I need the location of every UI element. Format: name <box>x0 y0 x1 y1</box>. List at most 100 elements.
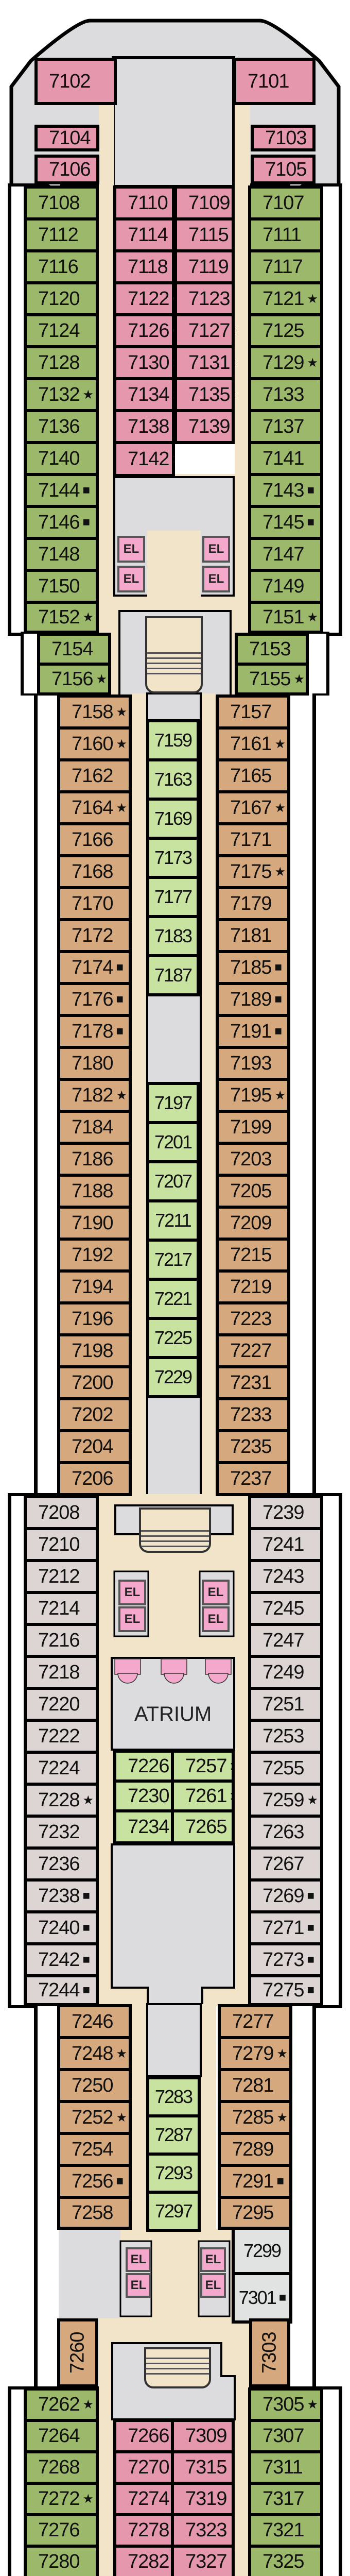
cabin-7287[interactable]: 7287 <box>146 2114 201 2156</box>
cabin-7303[interactable]: 7303 <box>249 2318 290 2387</box>
cabin-7134[interactable]: 7134: <box>113 377 176 412</box>
cabin-7259[interactable]: 7259★ <box>248 1783 323 1818</box>
cabin-7168[interactable]: 7168 <box>57 854 132 889</box>
cabin-7327[interactable]: 7327 <box>171 2545 235 2576</box>
cabin-7188[interactable]: 7188 <box>57 1174 132 1209</box>
cabin-7273[interactable]: 7273■ <box>248 1942 323 1977</box>
cabin-7317[interactable]: 7317 <box>248 2482 323 2516</box>
cabin-7295[interactable]: 7295 <box>218 2196 292 2230</box>
cabin-7109[interactable]: 7109 <box>174 185 235 221</box>
cabin-7261[interactable]: 7261: <box>171 1780 235 1812</box>
cabin-7285[interactable]: 7285★ <box>218 2100 292 2135</box>
cabin-7257[interactable]: 7257: <box>171 1750 235 1783</box>
cabin-7289[interactable]: 7289 <box>218 2132 292 2167</box>
cabin-7216[interactable]: 7216 <box>24 1623 99 1658</box>
cabin-7263[interactable]: 7263 <box>248 1815 323 1850</box>
cabin-7102[interactable]: 7102 <box>34 58 117 105</box>
cabin-7135[interactable]: 7135: <box>174 377 236 412</box>
cabin-7315[interactable]: 7315 <box>171 2450 235 2485</box>
cabin-7167[interactable]: 7167★ <box>216 790 290 825</box>
cabin-7175[interactable]: 7175★ <box>216 854 290 889</box>
cabin-7157[interactable]: 7157 <box>216 694 290 730</box>
cabin-7186[interactable]: 7186 <box>57 1142 132 1177</box>
cabin-7254[interactable]: 7254 <box>57 2132 132 2167</box>
cabin-7127[interactable]: 7127: <box>174 313 236 348</box>
cabin-7132[interactable]: 7132★ <box>24 377 99 412</box>
cabin-7197[interactable]: 7197 <box>146 1082 200 1124</box>
cabin-7138[interactable]: 7138 <box>113 409 175 444</box>
cabin-7165[interactable]: 7165 <box>216 758 290 793</box>
cabin-7111[interactable]: 7111 <box>248 217 323 252</box>
cabin-7245[interactable]: 7245 <box>248 1591 323 1626</box>
cabin-7323[interactable]: 7323 <box>171 2513 235 2548</box>
cabin-7140[interactable]: 7140 <box>24 441 99 476</box>
cabin-7173[interactable]: 7173 <box>146 837 200 879</box>
cabin-7107[interactable]: 7107 <box>248 185 323 221</box>
cabin-7159[interactable]: 7159 <box>146 719 200 761</box>
cabin-7230[interactable]: 7230: <box>113 1780 176 1812</box>
cabin-7251[interactable]: 7251 <box>248 1687 323 1722</box>
cabin-7110[interactable]: 7110 <box>113 185 175 221</box>
cabin-7177[interactable]: 7177 <box>146 876 200 918</box>
cabin-7249[interactable]: 7249 <box>248 1655 323 1690</box>
cabin-7106[interactable]: 7106 <box>34 155 99 184</box>
cabin-7265[interactable]: 7265 <box>171 1809 235 1844</box>
cabin-7148[interactable]: 7148 <box>24 537 99 572</box>
cabin-7277[interactable]: 7277 <box>218 2004 292 2039</box>
cabin-7214[interactable]: 7214 <box>24 1591 99 1626</box>
cabin-7172[interactable]: 7172 <box>57 918 132 953</box>
cabin-7228[interactable]: 7228★ <box>24 1783 99 1818</box>
cabin-7190[interactable]: 7190 <box>57 1206 132 1241</box>
cabin-7293[interactable]: 7293 <box>146 2153 201 2194</box>
cabin-7123[interactable]: 7123 <box>174 281 235 316</box>
cabin-7153[interactable]: 7153 <box>235 633 309 666</box>
cabin-7192[interactable]: 7192 <box>57 1238 132 1273</box>
cabin-7160[interactable]: 7160★ <box>57 726 132 761</box>
cabin-7158[interactable]: 7158★ <box>57 694 132 730</box>
cabin-7198[interactable]: 7198 <box>57 1333 132 1368</box>
cabin-7195[interactable]: 7195★ <box>216 1078 290 1113</box>
cabin-7278[interactable]: 7278 <box>113 2513 174 2548</box>
cabin-7143[interactable]: 7143■ <box>248 473 323 508</box>
cabin-7191[interactable]: 7191■ <box>216 1014 290 1049</box>
cabin-7248[interactable]: 7248★ <box>57 2036 132 2071</box>
cabin-7272[interactable]: 7272★ <box>24 2482 99 2516</box>
cabin-7309[interactable]: 7309 <box>171 2419 235 2453</box>
cabin-7149[interactable]: 7149 <box>248 569 323 604</box>
cabin-7104[interactable]: 7104 <box>34 125 99 151</box>
cabin-7297[interactable]: 7297 <box>146 2191 201 2232</box>
cabin-7136[interactable]: 7136 <box>24 409 99 444</box>
cabin-7242[interactable]: 7242■ <box>24 1942 99 1977</box>
cabin-7237[interactable]: 7237 <box>216 1461 290 1496</box>
cabin-7162[interactable]: 7162 <box>57 758 132 793</box>
cabin-7244[interactable]: 7244■ <box>24 1974 99 2006</box>
cabin-7231[interactable]: 7231 <box>216 1365 290 1400</box>
cabin-7256[interactable]: 7256■ <box>57 2164 132 2199</box>
cabin-7220[interactable]: 7220 <box>24 1687 99 1722</box>
cabin-7217[interactable]: 7217 <box>146 1239 200 1281</box>
cabin-7291[interactable]: 7291■ <box>218 2164 292 2199</box>
cabin-7311[interactable]: 7311 <box>248 2450 323 2485</box>
cabin-7150[interactable]: 7150 <box>24 569 99 604</box>
cabin-7131[interactable]: 7131: <box>174 345 236 380</box>
cabin-7280[interactable]: 7280 <box>24 2545 99 2576</box>
cabin-7166[interactable]: 7166 <box>57 822 132 857</box>
cabin-7264[interactable]: 7264 <box>24 2419 99 2453</box>
cabin-7260[interactable]: 7260 <box>57 2318 98 2387</box>
cabin-7266[interactable]: 7266 <box>113 2419 174 2453</box>
cabin-7184[interactable]: 7184 <box>57 1110 132 1145</box>
cabin-7124[interactable]: 7124 <box>24 313 99 348</box>
cabin-7202[interactable]: 7202 <box>57 1397 132 1432</box>
cabin-7224[interactable]: 7224 <box>24 1751 99 1786</box>
cabin-7137[interactable]: 7137 <box>248 409 323 444</box>
cabin-7243[interactable]: 7243 <box>248 1559 323 1594</box>
cabin-7210[interactable]: 7210 <box>24 1527 99 1562</box>
cabin-7117[interactable]: 7117 <box>248 249 323 284</box>
cabin-7219[interactable]: 7219 <box>216 1269 290 1304</box>
cabin-7301[interactable]: 7301■ <box>232 2272 292 2324</box>
cabin-7174[interactable]: 7174■ <box>57 950 132 985</box>
cabin-7223[interactable]: 7223 <box>216 1301 290 1336</box>
cabin-7239[interactable]: 7239 <box>248 1495 323 1530</box>
cabin-7176[interactable]: 7176■ <box>57 982 132 1017</box>
cabin-7204[interactable]: 7204 <box>57 1429 132 1464</box>
